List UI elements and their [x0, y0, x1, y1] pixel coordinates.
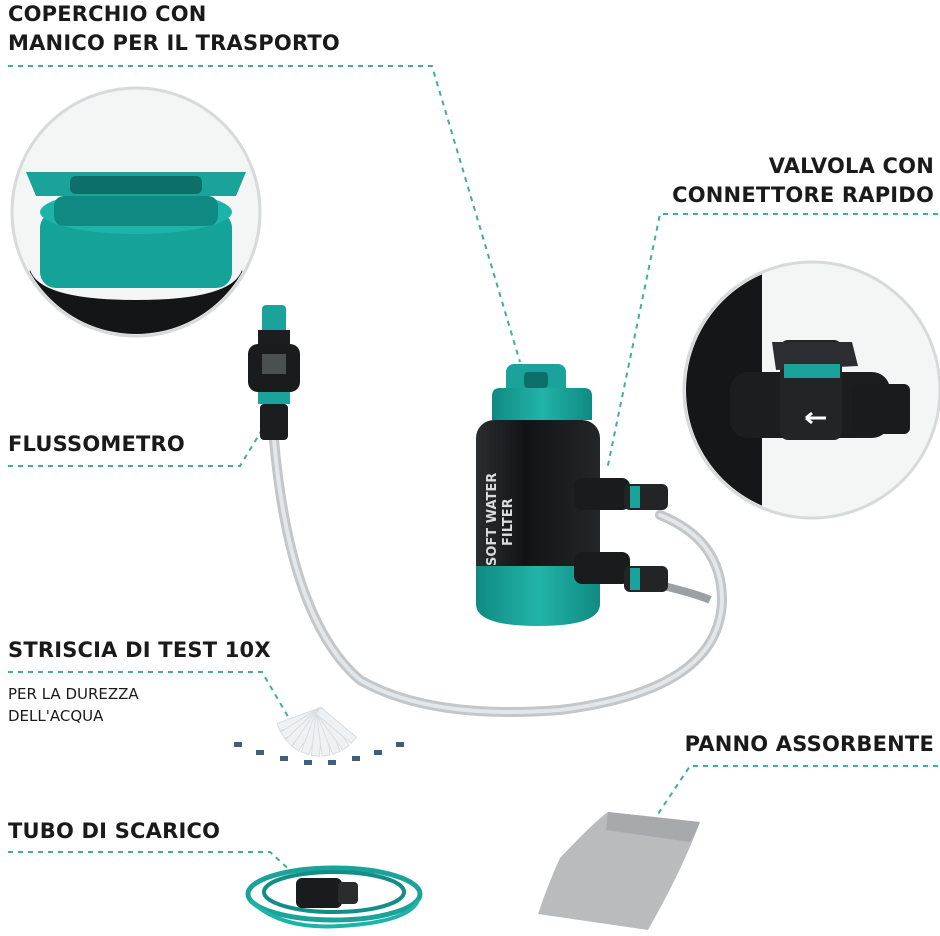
leader-lines — [8, 65, 938, 873]
absorbent-cloth-icon — [538, 812, 700, 930]
valve-label-line1: VALVOLA CON — [768, 154, 934, 178]
cap-label-line2: MANICO PER IL TRASPORTO — [8, 31, 340, 55]
valve-label-line2: CONNETTORE RAPIDO — [672, 183, 934, 207]
hose-leader — [8, 851, 293, 873]
cap-label: COPERCHIO CON MANICO PER IL TRASPORTO — [8, 0, 340, 58]
test-strips-icon — [234, 706, 404, 765]
lid-detail-circle — [10, 86, 262, 338]
cloth-leader — [657, 765, 938, 815]
cap-leader — [8, 65, 521, 363]
filter-text-line1: SOFT WATER — [485, 473, 500, 566]
filter-text-line2: FILTER — [501, 498, 516, 546]
strips-label: STRISCIA DI TEST 10X — [8, 638, 271, 662]
filter-body-text: SOFT WATER FILTER — [485, 473, 516, 566]
strips-sub-line2: DELL'ACQUA — [8, 707, 104, 725]
strips-leader — [8, 671, 291, 721]
cap-label-line1: COPERCHIO CON — [8, 2, 207, 26]
drain-hose-icon — [245, 865, 423, 929]
cloth-label: PANNO ASSORBENTE — [684, 732, 934, 756]
filter-unit: SOFT WATER FILTER — [476, 364, 668, 626]
valve-detail-circle — [682, 260, 940, 520]
strips-sub-line1: PER LA DUREZZA — [8, 685, 139, 703]
flowmeter-leader — [8, 419, 269, 467]
hose-label: TUBO DI SCARICO — [8, 819, 221, 843]
strips-sublabel: PER LA DUREZZA DELL'ACQUA — [8, 683, 139, 727]
flowmeter-label: FLUSSOMETRO — [8, 432, 185, 456]
valve-leader — [606, 213, 938, 471]
flowmeter-icon — [248, 305, 300, 440]
valve-label: VALVOLA CON CONNETTORE RAPIDO — [672, 152, 934, 210]
